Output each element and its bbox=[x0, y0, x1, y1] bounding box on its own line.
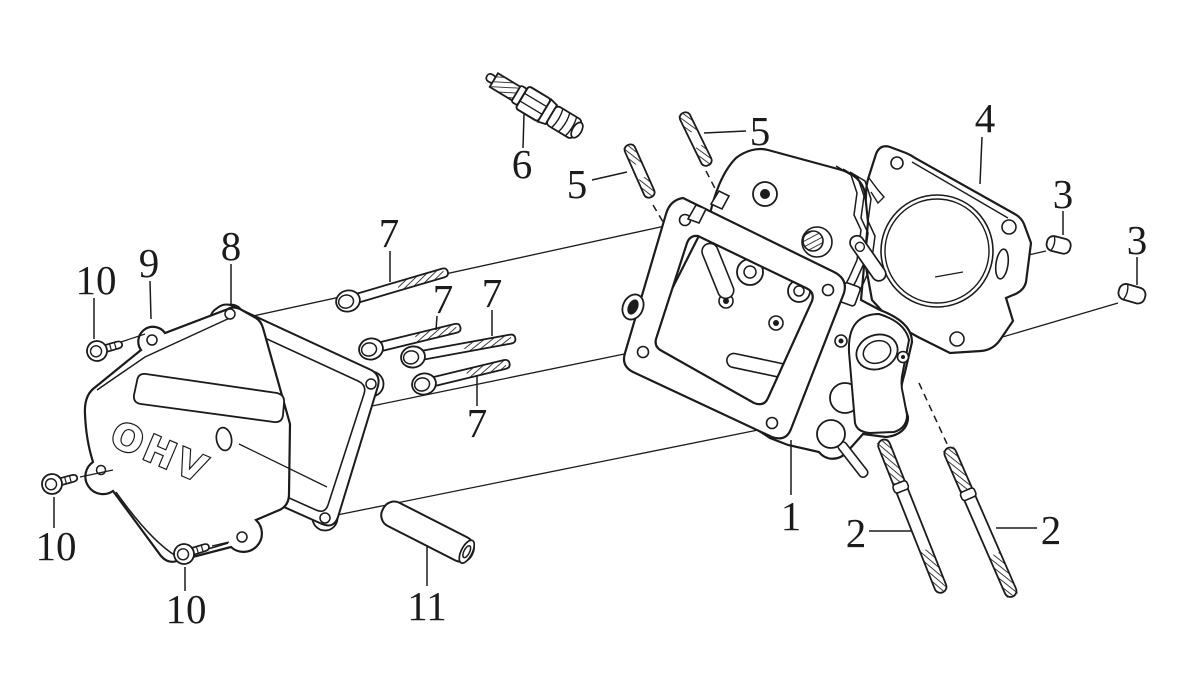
cover-crease bbox=[96, 316, 233, 391]
flange-bolt-4 bbox=[411, 358, 511, 396]
callout-label: 3 bbox=[1053, 171, 1074, 217]
callout-label: 11 bbox=[407, 583, 446, 629]
callout-6: 6 bbox=[512, 113, 533, 187]
callout-4: 4 bbox=[975, 95, 996, 185]
align-line-gasket-to-head-top bbox=[252, 223, 675, 317]
callout-label: 10 bbox=[36, 523, 77, 569]
breather-hole-to-tube-line bbox=[238, 443, 328, 488]
cover-bolt-bottom-center bbox=[173, 543, 210, 565]
breather-tube bbox=[380, 500, 476, 564]
flange-bolt-3 bbox=[400, 333, 517, 369]
callout-label: 1 bbox=[781, 493, 802, 539]
callout-label: 5 bbox=[750, 108, 771, 154]
rocker-stud-top bbox=[678, 111, 713, 167]
callout-label: 10 bbox=[166, 586, 207, 632]
callout-label: 6 bbox=[512, 141, 533, 187]
callout-label: 4 bbox=[975, 95, 996, 141]
callout-10-bottom-center: 10 bbox=[166, 567, 207, 632]
callout-9: 9 bbox=[139, 240, 160, 320]
callout-label: 7 bbox=[433, 276, 454, 322]
dowel-pin-lower bbox=[1117, 283, 1147, 305]
callout-label: 7 bbox=[467, 400, 488, 446]
gasket-tab-beak bbox=[868, 177, 885, 205]
cover-bolt-bottom-left bbox=[41, 473, 79, 495]
rocker-boss bbox=[849, 234, 887, 282]
callout-7-2: 7 bbox=[433, 276, 454, 331]
callout-label: 3 bbox=[1127, 217, 1148, 263]
gasket-ear-hole-right bbox=[365, 378, 377, 390]
callout-1: 1 bbox=[781, 440, 802, 539]
cooling-fins bbox=[835, 165, 876, 298]
callout-label: 2 bbox=[846, 510, 867, 556]
callout-5-left: 5 bbox=[567, 161, 628, 207]
callout-label: 9 bbox=[139, 240, 160, 286]
cover-bolt-connector-lines bbox=[79, 333, 230, 547]
cylinder-stud-left bbox=[876, 438, 948, 594]
gasket-ear-hole-bottom bbox=[319, 512, 331, 524]
callout-7-3: 7 bbox=[482, 270, 503, 336]
callout-label: 7 bbox=[482, 270, 503, 316]
cylinder-stud-right bbox=[942, 446, 1018, 598]
callout-11: 11 bbox=[407, 545, 447, 629]
cover-bolt-top-left bbox=[86, 340, 123, 362]
callout-8: 8 bbox=[221, 223, 242, 305]
rocker-stud-left bbox=[623, 143, 656, 199]
gasket-ear-hole-top bbox=[224, 308, 236, 320]
flange-bolt-2 bbox=[358, 322, 462, 361]
align-line-gasket-to-head-mid bbox=[371, 351, 635, 407]
callout-label: 2 bbox=[1041, 507, 1062, 553]
dowel-pin-upper bbox=[1045, 235, 1072, 255]
callout-10-top-left: 10 bbox=[76, 257, 117, 339]
cover-bolt-boss bbox=[621, 293, 645, 321]
callout-label: 5 bbox=[567, 161, 588, 207]
callout-label: 7 bbox=[379, 210, 400, 256]
callout-7-4: 7 bbox=[467, 376, 488, 446]
callout-2-left: 2 bbox=[846, 510, 911, 556]
callout-5-top: 5 bbox=[703, 108, 771, 154]
cylinder-head bbox=[621, 147, 914, 479]
ohv-embossed-text: OHV bbox=[104, 413, 216, 493]
align-line-gasket-to-head-bottom bbox=[331, 428, 764, 517]
callout-label: 10 bbox=[76, 257, 117, 303]
gasket-thickness-line bbox=[911, 161, 1009, 219]
head-gasket bbox=[860, 145, 1033, 355]
spark-plug bbox=[485, 72, 584, 139]
cover-recessed-panel bbox=[132, 372, 286, 424]
flange-bolt-1 bbox=[335, 267, 449, 313]
callout-3-lower: 3 bbox=[1127, 217, 1148, 285]
callouts: 1 2 2 3 3 4 5 5 bbox=[36, 95, 1148, 632]
callout-7-1: 7 bbox=[379, 210, 400, 282]
stud-left-dash bbox=[652, 204, 673, 238]
callout-3-upper: 3 bbox=[1053, 171, 1074, 235]
breather-hole bbox=[215, 426, 233, 452]
callout-2-right: 2 bbox=[996, 507, 1061, 553]
callout-label: 8 bbox=[221, 223, 242, 269]
callout-10-bottom-left: 10 bbox=[36, 497, 77, 569]
